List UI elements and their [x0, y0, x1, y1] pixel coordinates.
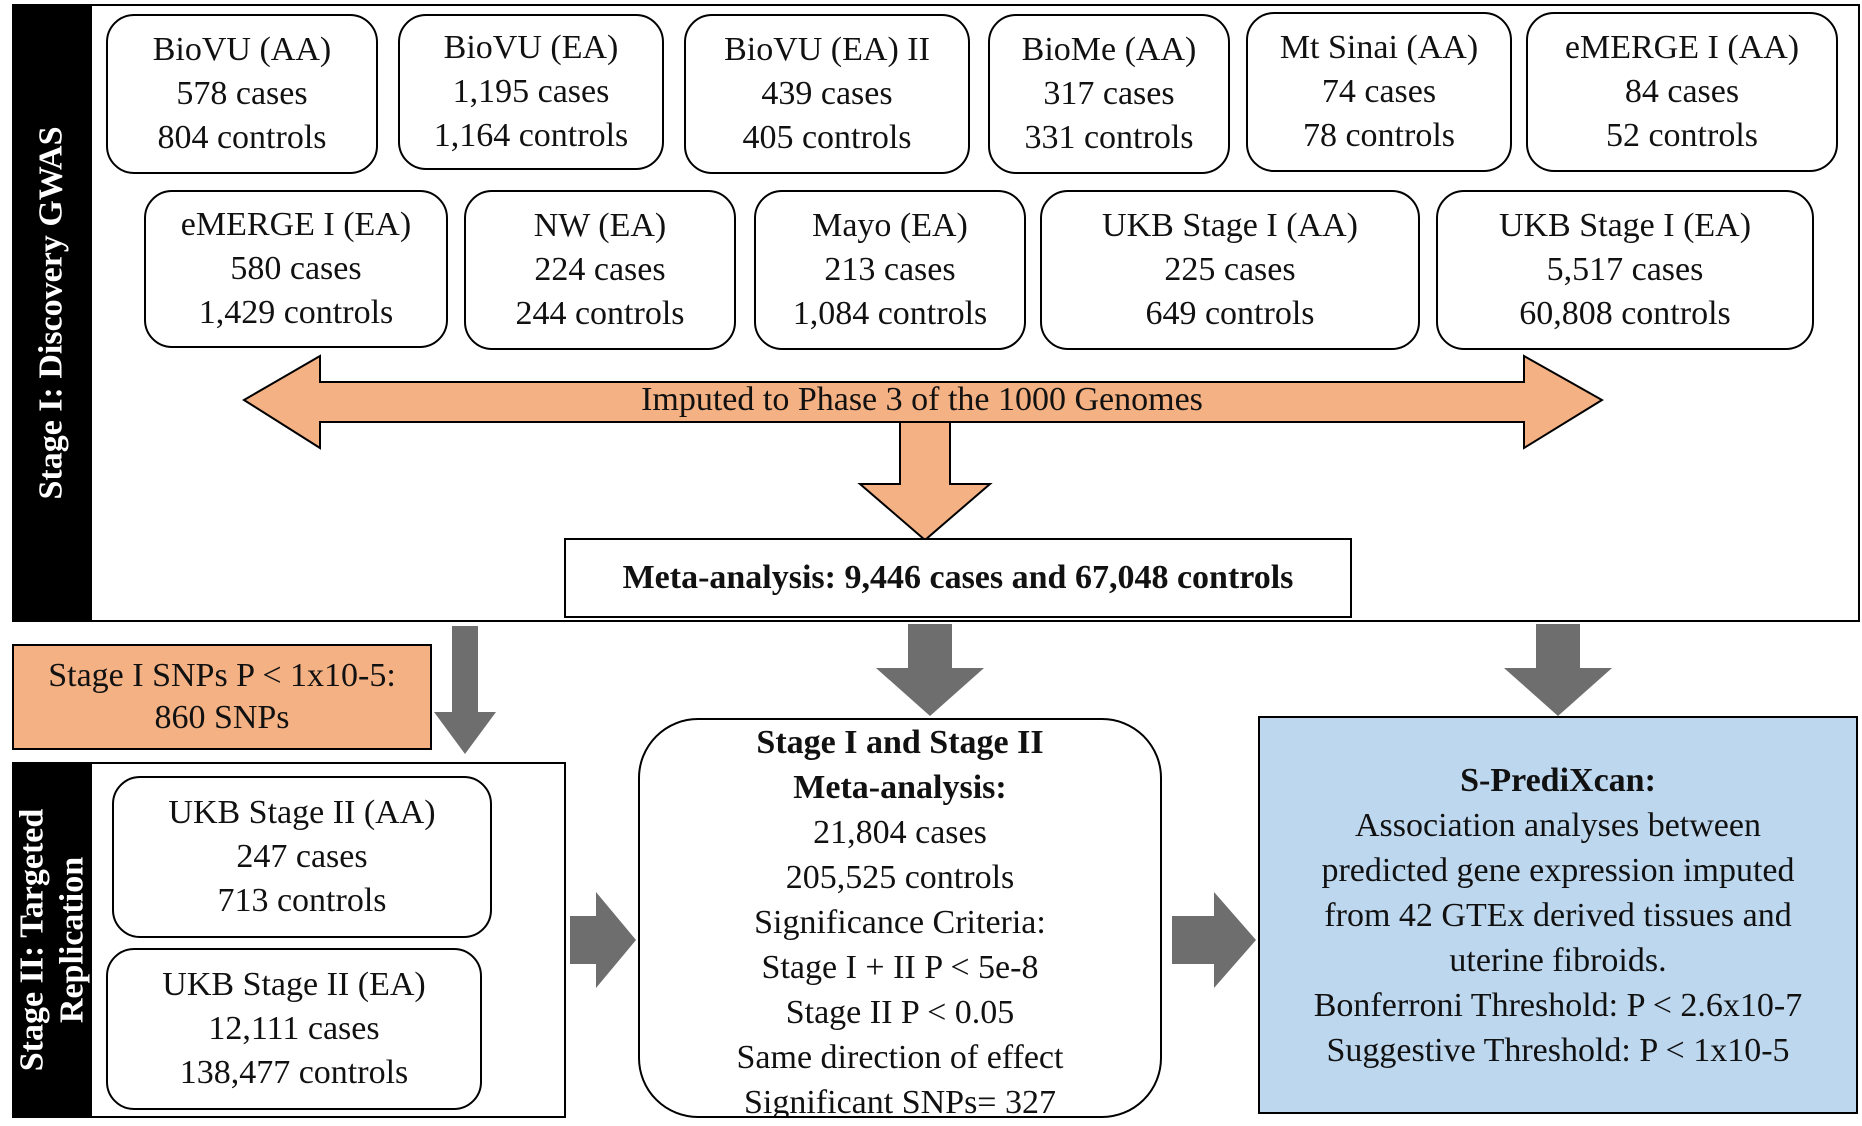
spredixcan-line: Bonferroni Threshold: P < 2.6x10-7 [1313, 986, 1803, 1024]
cohort-name: BioVU (EA) II [724, 31, 930, 68]
cohort-name: BioVU (AA) [152, 31, 332, 68]
combined-meta-title2: Meta-analysis: [793, 769, 1007, 806]
cohort-controls: 331 controls [1024, 119, 1194, 156]
cohort-box: eMERGE I (AA) 84 cases 52 controls [1526, 12, 1838, 172]
stage1-sidebar: Stage I: Discovery GWAS [12, 4, 92, 622]
imputation-label: Imputed to Phase 3 of the 1000 Genomes [641, 381, 1203, 418]
combined-meta-line: Significance Criteria: [754, 904, 1046, 941]
stage2-label-line2: Replication [53, 856, 90, 1024]
cohort-cases: 578 cases [176, 75, 308, 112]
cohort-name: UKB Stage II (AA) [168, 794, 436, 831]
cohort-name: BioVU (EA) [443, 29, 619, 66]
cohort-controls: 244 controls [515, 295, 685, 332]
cohort-box: UKB Stage II (EA) 12,111 cases 138,477 c… [106, 948, 482, 1110]
cohort-controls: 405 controls [742, 119, 912, 156]
cohort-box: BioMe (AA) 317 cases 331 controls [988, 14, 1230, 174]
imputation-double-arrow [242, 354, 1604, 450]
cohort-cases: 580 cases [230, 250, 362, 287]
cohort-box: UKB Stage II (AA) 247 cases 713 controls [112, 776, 492, 938]
cohort-cases: 12,111 cases [208, 1010, 380, 1047]
cohort-cases: 213 cases [824, 251, 956, 288]
combined-meta-line: Stage I + II P < 5e-8 [761, 949, 1039, 986]
spredixcan-title: S-PrediXcan: [1460, 761, 1656, 799]
combined-meta-line: Stage II P < 0.05 [785, 994, 1015, 1031]
spredixcan-line: Association analyses between [1355, 806, 1761, 844]
spredixcan-box: S-PrediXcan: Association analyses betwee… [1258, 716, 1858, 1114]
cohort-controls: 804 controls [157, 119, 327, 156]
combined-meta-line: 205,525 controls [785, 859, 1015, 896]
combined-meta-line: 21,804 cases [813, 814, 987, 851]
cohort-name: BioMe (AA) [1021, 31, 1197, 68]
imputation-down-arrow [857, 421, 993, 542]
cohort-box: UKB Stage I (AA) 225 cases 649 controls [1040, 190, 1420, 350]
cohort-cases: 74 cases [1321, 73, 1437, 110]
stage2-sidebar: Stage II: Targeted Replication [12, 762, 92, 1118]
snp-filter-box: Stage I SNPs P < 1x10-5: 860 SNPs [12, 644, 432, 750]
cohort-name: NW (EA) [533, 207, 667, 244]
cohort-cases: 84 cases [1624, 73, 1740, 110]
cohort-controls: 1,084 controls [792, 295, 988, 332]
arrow-replication-to-meta [570, 892, 636, 988]
stage1-meta-analysis: Meta-analysis: 9,446 cases and 67,048 co… [564, 538, 1352, 618]
spredixcan-line: uterine fibroids. [1449, 941, 1667, 979]
arrow-to-combined-meta [876, 624, 984, 716]
cohort-controls: 1,429 controls [198, 294, 394, 331]
cohort-name: Mayo (EA) [812, 207, 968, 244]
cohort-cases: 317 cases [1043, 75, 1175, 112]
cohort-name: UKB Stage I (EA) [1498, 207, 1752, 244]
stage2-label-line1: Stage II: Targeted [13, 808, 50, 1072]
arrow-to-replication [434, 626, 496, 754]
cohort-cases: 439 cases [761, 75, 893, 112]
cohort-name: eMERGE I (AA) [1564, 29, 1800, 66]
cohort-cases: 224 cases [534, 251, 666, 288]
cohort-name: Mt Sinai (AA) [1279, 29, 1479, 66]
cohort-cases: 1,195 cases [452, 73, 610, 110]
cohort-name: UKB Stage II (EA) [162, 966, 426, 1003]
cohort-controls: 138,477 controls [179, 1054, 409, 1091]
arrow-to-spredixcan [1504, 624, 1612, 716]
combined-meta-box: Stage I and Stage II Meta-analysis: 21,8… [638, 718, 1162, 1118]
cohort-controls: 713 controls [217, 882, 387, 919]
cohort-name: UKB Stage I (AA) [1102, 207, 1358, 244]
cohort-box: NW (EA) 224 cases 244 controls [464, 190, 736, 350]
cohort-box: UKB Stage I (EA) 5,517 cases 60,808 cont… [1436, 190, 1814, 350]
cohort-box: Mt Sinai (AA) 74 cases 78 controls [1246, 12, 1512, 172]
cohort-cases: 247 cases [236, 838, 368, 875]
stage2-label: Stage II: Targeted Replication [12, 809, 92, 1072]
cohort-box: BioVU (EA) II 439 cases 405 controls [684, 14, 970, 174]
cohort-cases: 225 cases [1164, 251, 1296, 288]
cohort-box: eMERGE I (EA) 580 cases 1,429 controls [144, 190, 448, 348]
snp-filter-line2: 860 SNPs [154, 699, 290, 736]
combined-meta-line: Same direction of effect [736, 1039, 1064, 1076]
cohort-controls: 52 controls [1605, 117, 1759, 154]
spredixcan-line: Suggestive Threshold: P < 1x10-5 [1326, 1031, 1790, 1069]
cohort-controls: 649 controls [1145, 295, 1315, 332]
cohort-controls: 1,164 controls [433, 117, 629, 154]
combined-meta-line: Significant SNPs= 327 [744, 1084, 1056, 1118]
cohort-box: BioVU (AA) 578 cases 804 controls [106, 14, 378, 174]
cohort-cases: 5,517 cases [1546, 251, 1704, 288]
cohort-controls: 60,808 controls [1519, 295, 1731, 332]
snp-filter-line1: Stage I SNPs P < 1x10-5: [48, 657, 396, 694]
arrow-meta-to-spredixcan [1172, 892, 1256, 988]
cohort-name: eMERGE I (EA) [180, 206, 412, 243]
cohort-controls: 78 controls [1302, 117, 1456, 154]
combined-meta-title1: Stage I and Stage II [756, 724, 1044, 761]
spredixcan-line: from 42 GTEx derived tissues and [1324, 896, 1792, 934]
cohort-box: BioVU (EA) 1,195 cases 1,164 controls [398, 14, 664, 170]
spredixcan-line: predicted gene expression imputed [1321, 851, 1795, 889]
cohort-box: Mayo (EA) 213 cases 1,084 controls [754, 190, 1026, 350]
